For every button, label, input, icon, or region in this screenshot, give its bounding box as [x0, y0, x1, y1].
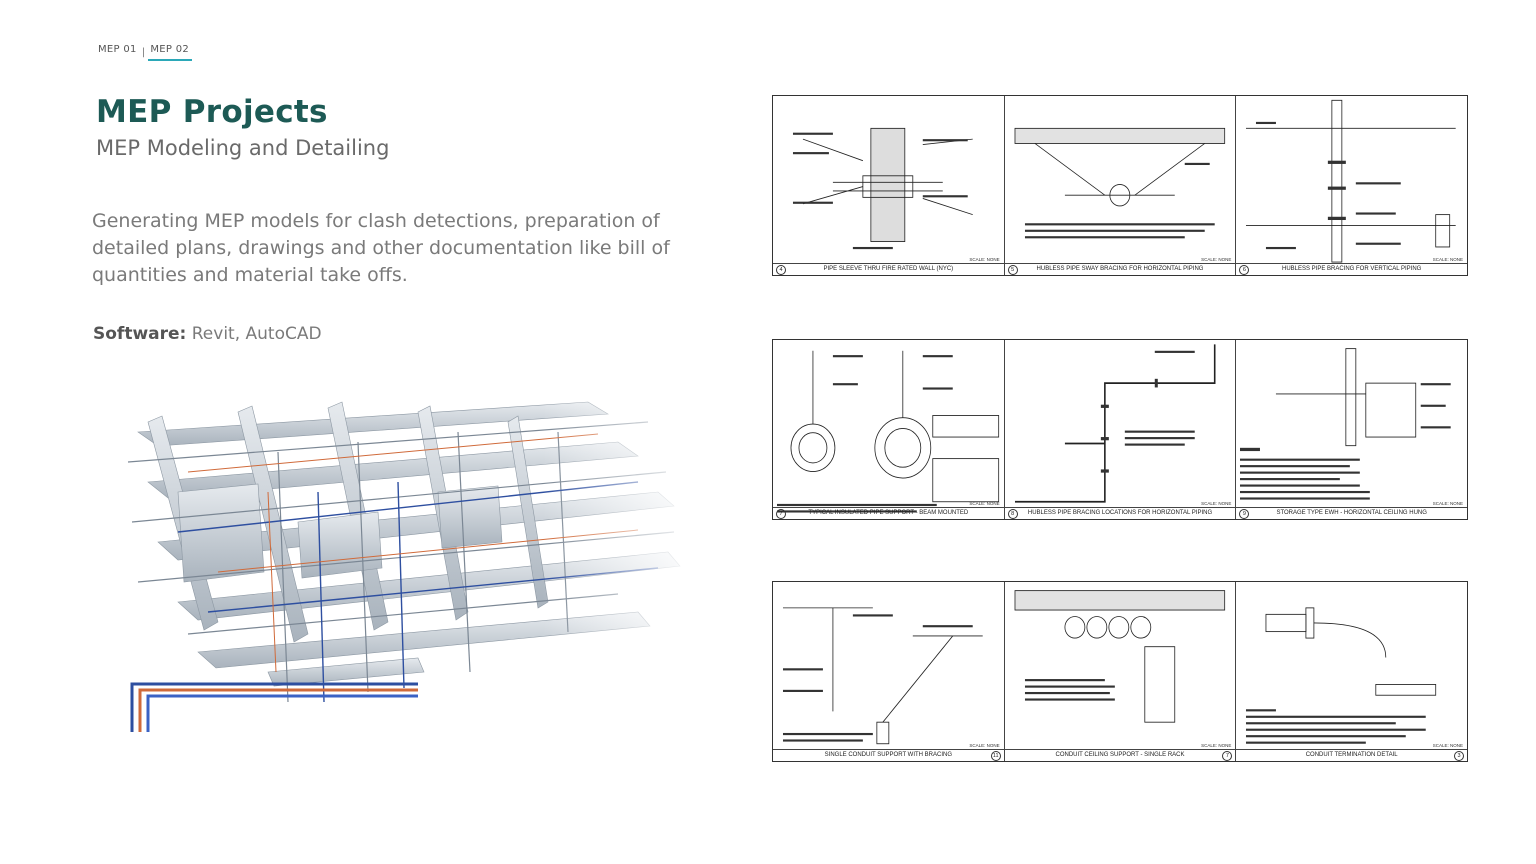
detail-caption: CONDUIT CEILING SUPPORT - SINGLE RACK 7	[1004, 749, 1236, 761]
detail-sheet-2: SCALE: NONE 7 TYPICAL INSULATED PIPE SUP…	[772, 339, 1468, 520]
detail-caption: CONDUIT TERMINATION DETAIL 3	[1236, 749, 1468, 761]
detail-number: 7	[1222, 751, 1233, 761]
detail-number: 11	[990, 751, 1001, 761]
detail-caption: 7 TYPICAL INSULATED PIPE SUPPORT - BEAM …	[773, 507, 1004, 519]
detail-drawing	[782, 607, 983, 745]
scale-label: SCALE: NONE	[1432, 501, 1464, 506]
detail-drawing	[1240, 348, 1452, 500]
detail-panel: SCALE: NONE 4 PIPE SLEEVE THRU FIRE RATE…	[773, 96, 1005, 275]
detail-panel: SCALE: NONE SINGLE CONDUIT SUPPORT WITH …	[773, 582, 1005, 761]
scale-label: SCALE: NONE	[969, 501, 1000, 506]
detail-title: HUBLESS PIPE BRACING LOCATIONS FOR HORIZ…	[1027, 510, 1213, 516]
detail-drawing	[1014, 344, 1216, 503]
page-subtitle: MEP Modeling and Detailing	[96, 136, 390, 160]
nav-item-mep-02[interactable]: MEP 02	[148, 44, 192, 61]
detail-panel: SCALE: NONE CONDUIT TERMINATION DETAIL 3	[1236, 582, 1468, 761]
scale-label: SCALE: NONE	[1201, 257, 1232, 262]
detail-title: PIPE SLEEVE THRU FIRE RATED WALL (NYC)	[823, 266, 954, 272]
detail-sheet-1: SCALE: NONE 4 PIPE SLEEVE THRU FIRE RATE…	[772, 95, 1468, 276]
detail-title: STORAGE TYPE EWH - HORIZONTAL CEILING HU…	[1276, 510, 1427, 516]
detail-drawing	[1014, 127, 1225, 239]
detail-drawing	[1014, 590, 1225, 723]
nav-item-mep-01[interactable]: MEP 01	[98, 44, 137, 55]
detail-number: 8	[1007, 509, 1018, 519]
detail-caption: SINGLE CONDUIT SUPPORT WITH BRACING 11	[773, 749, 1004, 761]
detail-title: HUBLESS PIPE BRACING FOR VERTICAL PIPING	[1281, 266, 1422, 272]
detail-drawing	[1246, 607, 1437, 744]
mep-model-illustration	[118, 372, 684, 732]
software-line: Software: Revit, AutoCAD	[93, 324, 322, 344]
detail-title: HUBLESS PIPE SWAY BRACING FOR HORIZONTAL…	[1036, 266, 1204, 272]
project-description: Generating MEP models for clash detectio…	[92, 210, 670, 286]
detail-number: 7	[776, 509, 786, 519]
mep-3d-model-image	[118, 372, 684, 732]
page-nav: MEP 01 | MEP 02	[98, 44, 192, 61]
detail-caption: 9 STORAGE TYPE EWH - HORIZONTAL CEILING …	[1236, 507, 1468, 519]
detail-number: 5	[1007, 265, 1018, 275]
scale-label: SCALE: NONE	[1432, 743, 1464, 748]
software-label: Software:	[93, 324, 187, 344]
detail-drawing	[776, 350, 1000, 513]
detail-drawing	[1246, 99, 1457, 263]
detail-title: TYPICAL INSULATED PIPE SUPPORT - BEAM MO…	[808, 510, 969, 516]
detail-number: 6	[1239, 265, 1250, 275]
scale-label: SCALE: NONE	[969, 743, 1000, 748]
detail-panel: SCALE: NONE CONDUIT CEILING SUPPORT - SI…	[1004, 582, 1237, 761]
detail-caption: 6 HUBLESS PIPE BRACING FOR VERTICAL PIPI…	[1236, 263, 1468, 275]
detail-number: 9	[1239, 509, 1250, 519]
detail-caption: 8 HUBLESS PIPE BRACING LOCATIONS FOR HOR…	[1004, 507, 1236, 519]
scale-label: SCALE: NONE	[969, 257, 1000, 262]
detail-title: SINGLE CONDUIT SUPPORT WITH BRACING	[824, 752, 953, 758]
detail-panel: SCALE: NONE 5 HUBLESS PIPE SWAY BRACING …	[1004, 96, 1237, 275]
detail-number: 3	[1454, 751, 1465, 761]
scale-label: SCALE: NONE	[1432, 257, 1464, 262]
detail-caption: 5 HUBLESS PIPE SWAY BRACING FOR HORIZONT…	[1004, 263, 1236, 275]
detail-number: 4	[776, 265, 786, 275]
detail-panel: SCALE: NONE 6 HUBLESS PIPE BRACING FOR V…	[1236, 96, 1468, 275]
detail-drawing	[792, 127, 973, 250]
detail-panel: SCALE: NONE 8 HUBLESS PIPE BRACING LOCAT…	[1004, 340, 1237, 519]
detail-panel: SCALE: NONE 9 STORAGE TYPE EWH - HORIZON…	[1236, 340, 1468, 519]
scale-label: SCALE: NONE	[1201, 501, 1232, 506]
detail-panel: SCALE: NONE 7 TYPICAL INSULATED PIPE SUP…	[773, 340, 1005, 519]
detail-caption: 4 PIPE SLEEVE THRU FIRE RATED WALL (NYC)	[773, 263, 1004, 275]
software-value: Revit, AutoCAD	[191, 324, 322, 344]
scale-label: SCALE: NONE	[1201, 743, 1232, 748]
detail-title: CONDUIT TERMINATION DETAIL	[1305, 752, 1398, 758]
nav-separator: |	[141, 47, 146, 58]
detail-sheet-3: SCALE: NONE SINGLE CONDUIT SUPPORT WITH …	[772, 581, 1468, 762]
detail-title: CONDUIT CEILING SUPPORT - SINGLE RACK	[1055, 752, 1185, 758]
page-title: MEP Projects	[96, 94, 328, 130]
